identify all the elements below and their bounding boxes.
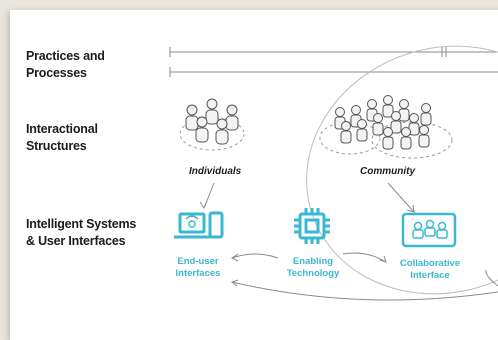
chip-icon	[294, 208, 330, 244]
row-label-interactional: Interactional Structures	[26, 122, 98, 153]
caption-community: Community	[360, 166, 415, 177]
diagram-graphics	[169, 45, 498, 301]
arrow-community-to-collaborative	[387, 182, 415, 213]
community-figures	[319, 95, 453, 159]
shared-screen-icon	[401, 212, 457, 248]
row-label-practices: Practices and Processes	[26, 49, 105, 80]
arrow-enabling-to-collaborative	[342, 252, 387, 263]
individuals-figures	[179, 98, 245, 151]
caption-individuals: Individuals	[189, 166, 242, 177]
row-label-intelligent: Intelligent Systems & User Interfaces	[26, 217, 137, 248]
arrow-bottom-return	[231, 281, 498, 301]
devices-icon	[174, 211, 224, 239]
label-collaborative-interface: Collaborative Interface	[399, 258, 461, 281]
flow-arrows	[230, 252, 498, 301]
label-end-user-interfaces: End-user Interfaces	[175, 256, 221, 279]
group-arrows	[199, 182, 415, 213]
arrow-enabling-to-enduser	[231, 253, 279, 259]
paper-sheet	[10, 10, 498, 340]
diagram-stage: Practices and Processes Interactional St…	[10, 10, 498, 340]
label-enabling-technology: Enabling Technology	[286, 256, 340, 279]
timeline-lines	[169, 47, 498, 77]
